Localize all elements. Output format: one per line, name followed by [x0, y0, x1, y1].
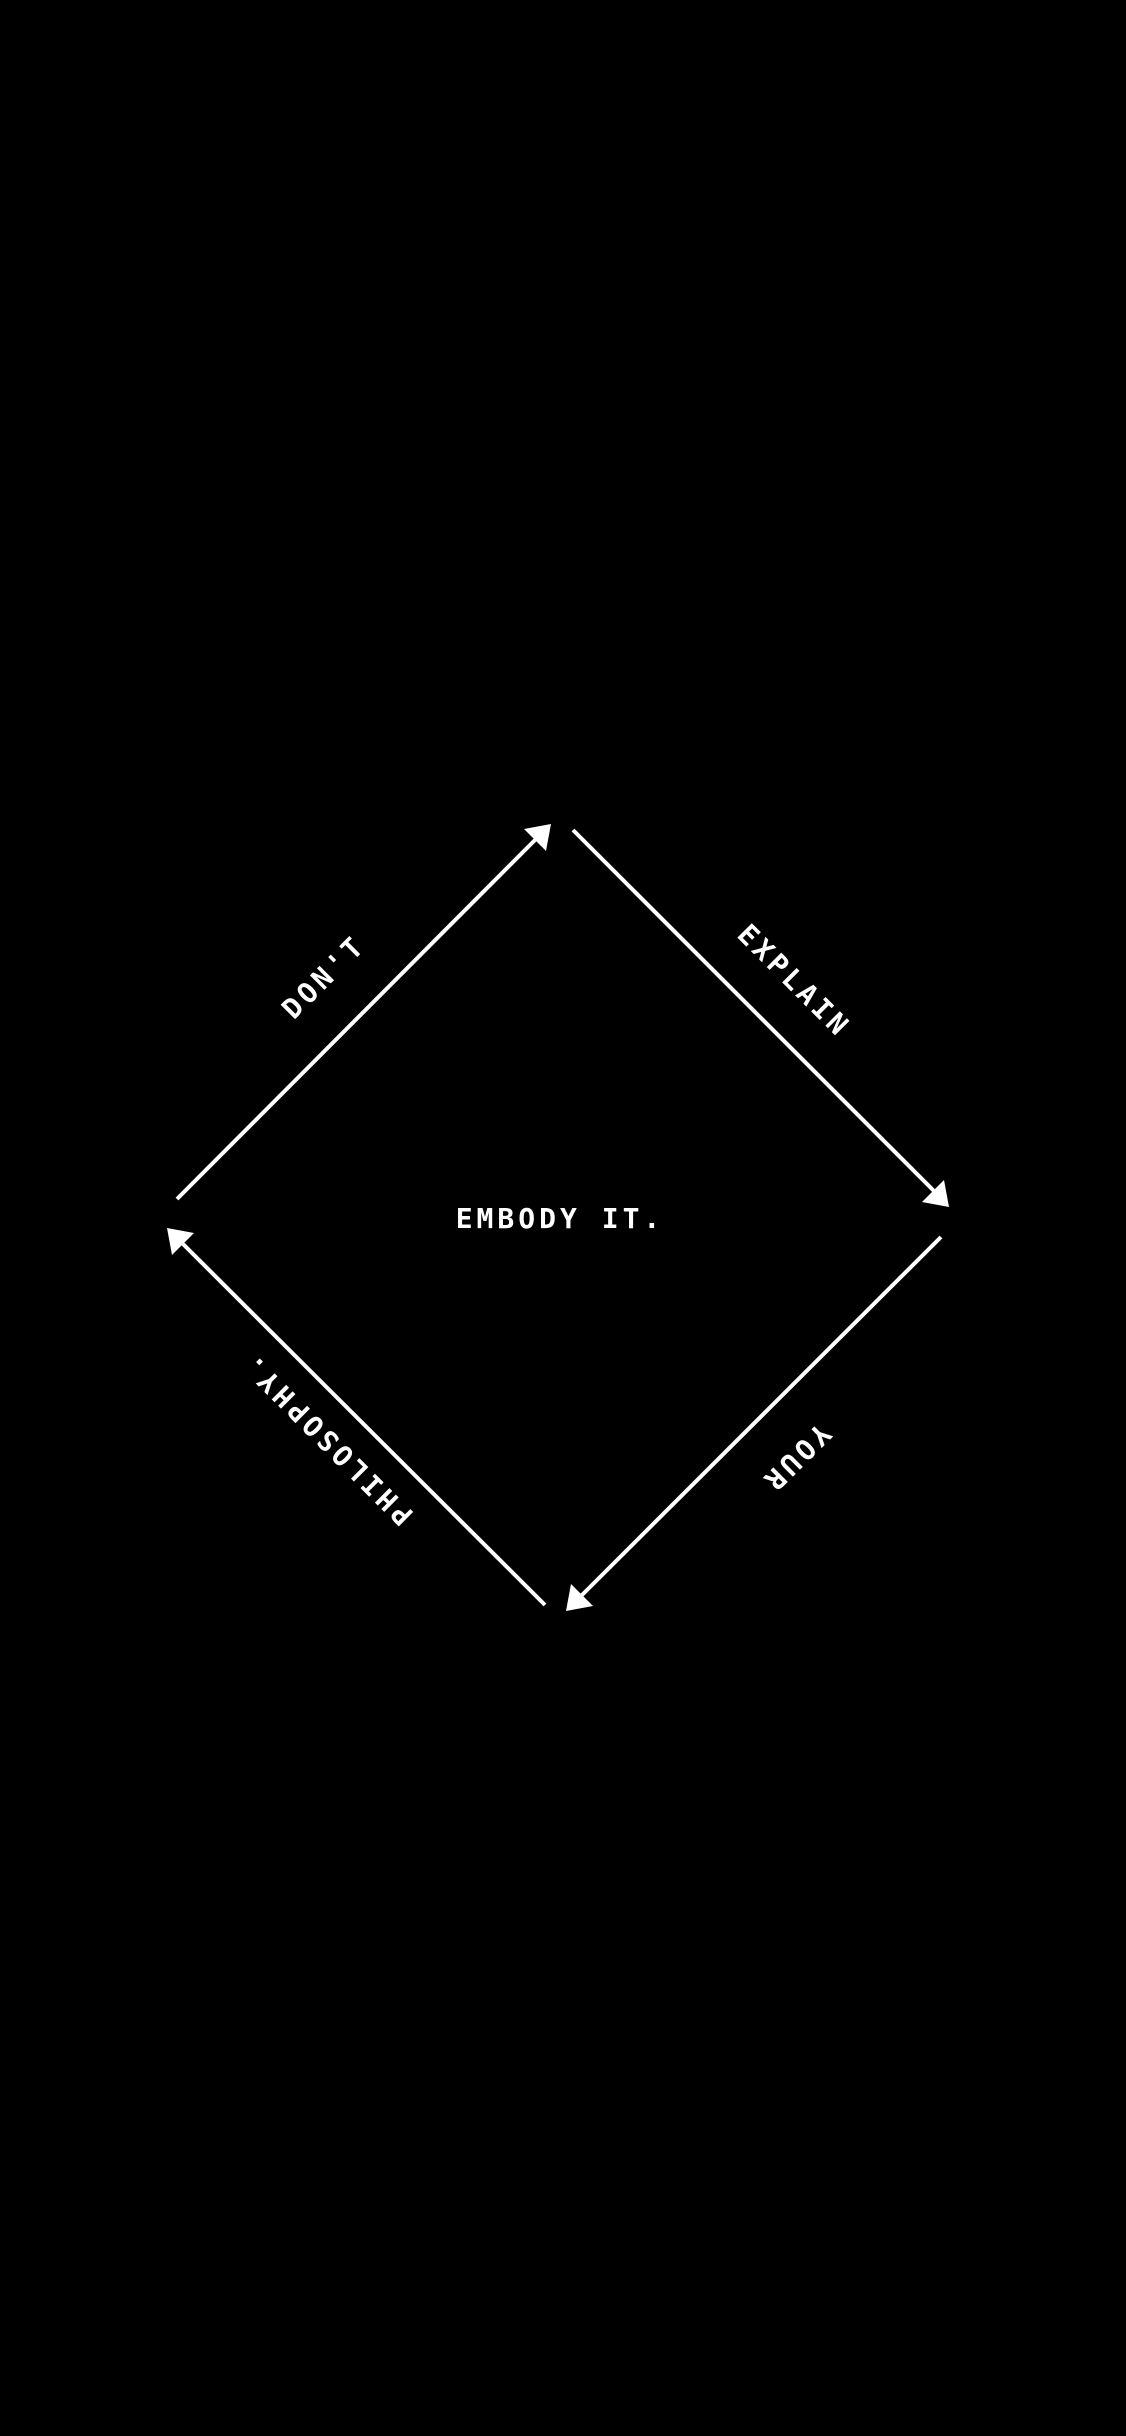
arrow-line-philosophy [179, 1240, 547, 1607]
arrowhead-down-left-icon [566, 1584, 593, 1611]
arrow-line-your [578, 1235, 943, 1599]
arrowhead-down-right-icon [922, 1180, 949, 1207]
center-title: EMBODY IT. [456, 1202, 665, 1235]
arrowhead-up-right-icon [524, 824, 551, 851]
arrow-line-explain [571, 828, 937, 1194]
arrow-line-dont [175, 836, 539, 1201]
arrowhead-up-left-icon [167, 1228, 194, 1255]
